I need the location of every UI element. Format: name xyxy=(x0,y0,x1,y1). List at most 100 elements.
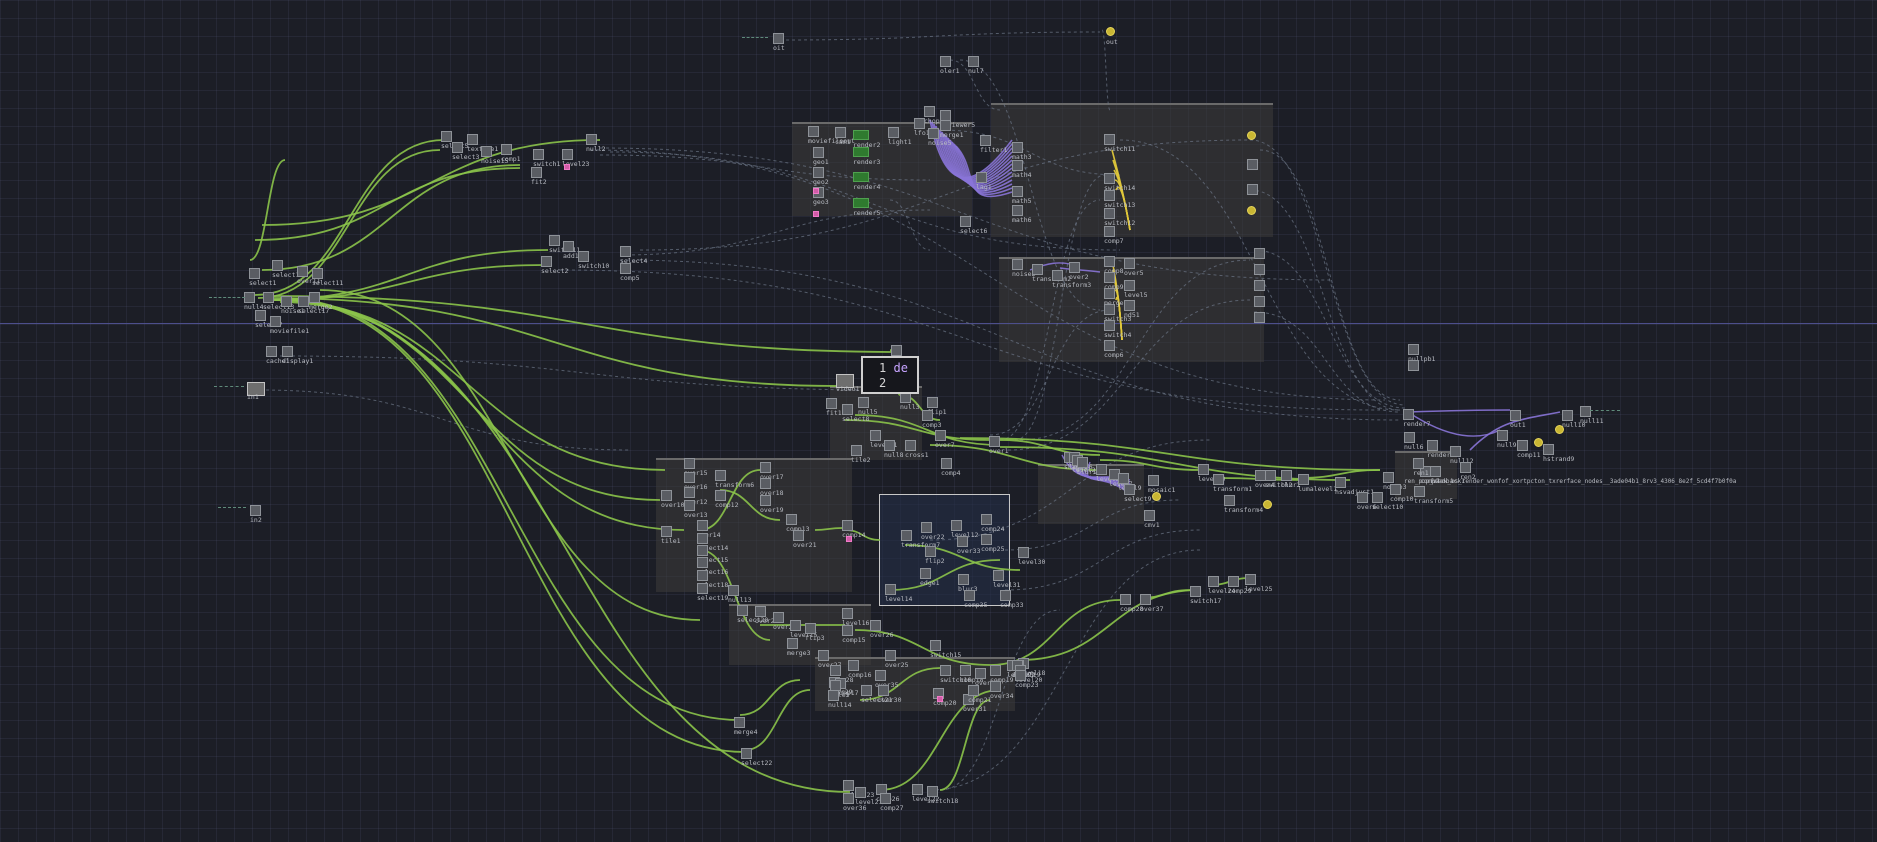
operator-node[interactable] xyxy=(1106,27,1115,36)
operator-node[interactable] xyxy=(957,536,968,547)
operator-node[interactable] xyxy=(958,574,969,585)
operator-node[interactable] xyxy=(309,292,320,303)
operator-node[interactable] xyxy=(960,216,971,227)
operator-node[interactable] xyxy=(1247,131,1256,140)
operator-node[interactable] xyxy=(937,696,943,702)
operator-node[interactable] xyxy=(846,536,852,542)
operator-node[interactable] xyxy=(1124,484,1135,495)
operator-node[interactable] xyxy=(1104,208,1115,219)
operator-node[interactable] xyxy=(912,784,923,795)
operator-node[interactable] xyxy=(1052,270,1063,281)
operator-node[interactable] xyxy=(1140,594,1151,605)
operator-node[interactable] xyxy=(828,690,839,701)
operator-node[interactable] xyxy=(1408,360,1419,371)
operator-node[interactable] xyxy=(255,310,266,321)
operator-node[interactable] xyxy=(1104,226,1115,237)
operator-node[interactable] xyxy=(1104,190,1115,201)
operator-node[interactable] xyxy=(851,445,862,456)
operator-node[interactable] xyxy=(858,397,869,408)
operator-node[interactable] xyxy=(1254,248,1265,259)
operator-node[interactable] xyxy=(1104,272,1115,283)
operator-node[interactable] xyxy=(842,625,853,636)
operator-node[interactable] xyxy=(861,685,872,696)
operator-node[interactable] xyxy=(1408,344,1419,355)
operator-node[interactable] xyxy=(990,665,1001,676)
operator-node[interactable] xyxy=(855,787,866,798)
operator-node[interactable] xyxy=(1104,288,1115,299)
operator-node[interactable] xyxy=(1298,474,1309,485)
operator-node[interactable] xyxy=(914,118,925,129)
operator-node[interactable] xyxy=(826,398,837,409)
operator-node[interactable] xyxy=(684,487,695,498)
operator-node[interactable] xyxy=(620,246,631,257)
operator-node[interactable] xyxy=(281,296,292,307)
operator-node[interactable] xyxy=(1335,477,1346,488)
operator-node[interactable] xyxy=(853,172,869,182)
operator-node[interactable] xyxy=(928,128,939,139)
operator-node[interactable] xyxy=(885,650,896,661)
operator-node[interactable] xyxy=(1104,340,1115,351)
operator-node[interactable] xyxy=(620,263,631,274)
operator-node[interactable] xyxy=(1077,457,1088,468)
operator-node[interactable] xyxy=(836,374,854,388)
operator-node[interactable] xyxy=(960,665,971,676)
operator-node[interactable] xyxy=(697,545,708,556)
operator-node[interactable] xyxy=(805,623,816,634)
operator-node[interactable] xyxy=(1000,590,1011,601)
operator-node[interactable] xyxy=(734,717,745,728)
operator-node[interactable] xyxy=(298,296,309,307)
operator-node[interactable] xyxy=(787,638,798,649)
operator-node[interactable] xyxy=(741,748,752,759)
operator-node[interactable] xyxy=(1534,438,1543,447)
operator-node[interactable] xyxy=(697,533,708,544)
operator-node[interactable] xyxy=(697,570,708,581)
operator-node[interactable] xyxy=(1208,576,1219,587)
operator-node[interactable] xyxy=(1012,186,1023,197)
operator-node[interactable] xyxy=(661,526,672,537)
operator-node[interactable] xyxy=(835,127,846,138)
operator-node[interactable] xyxy=(1124,258,1135,269)
operator-node[interactable] xyxy=(1245,574,1256,585)
operator-node[interactable] xyxy=(790,620,801,631)
operator-node[interactable] xyxy=(1357,492,1368,503)
operator-node[interactable] xyxy=(901,530,912,541)
operator-node[interactable] xyxy=(981,534,992,545)
operator-node[interactable] xyxy=(842,608,853,619)
operator-node[interactable] xyxy=(773,33,784,44)
operator-node[interactable] xyxy=(1190,586,1201,597)
operator-node[interactable] xyxy=(563,241,574,252)
operator-node[interactable] xyxy=(1118,473,1129,484)
operator-node[interactable] xyxy=(1012,160,1023,171)
operator-node[interactable] xyxy=(925,546,936,557)
operator-node[interactable] xyxy=(808,126,819,137)
operator-node[interactable] xyxy=(813,167,824,178)
operator-node[interactable] xyxy=(282,346,293,357)
operator-node[interactable] xyxy=(884,440,895,451)
operator-node[interactable] xyxy=(1497,430,1508,441)
operator-node[interactable] xyxy=(1460,462,1471,473)
operator-node[interactable] xyxy=(250,505,261,516)
operator-node[interactable] xyxy=(586,134,597,145)
operator-node[interactable] xyxy=(989,436,1000,447)
operator-node[interactable] xyxy=(441,131,452,142)
operator-node[interactable] xyxy=(467,134,478,145)
operator-node[interactable] xyxy=(951,520,962,531)
operator-node[interactable] xyxy=(684,500,695,511)
operator-node[interactable] xyxy=(940,56,951,67)
operator-node[interactable] xyxy=(843,793,854,804)
operator-node[interactable] xyxy=(1104,173,1115,184)
operator-node[interactable] xyxy=(964,590,975,601)
operator-node[interactable] xyxy=(297,266,308,277)
operator-node[interactable] xyxy=(1414,486,1425,497)
operator-node[interactable] xyxy=(501,144,512,155)
operator-node[interactable] xyxy=(266,346,277,357)
operator-node[interactable] xyxy=(549,235,560,246)
operator-node[interactable] xyxy=(247,382,265,396)
operator-node[interactable] xyxy=(715,490,726,501)
operator-node[interactable] xyxy=(1254,264,1265,275)
operator-node[interactable] xyxy=(1390,484,1401,495)
operator-node[interactable] xyxy=(1198,464,1209,475)
operator-node[interactable] xyxy=(562,149,573,160)
operator-node[interactable] xyxy=(853,147,869,157)
operator-node[interactable] xyxy=(848,660,859,671)
